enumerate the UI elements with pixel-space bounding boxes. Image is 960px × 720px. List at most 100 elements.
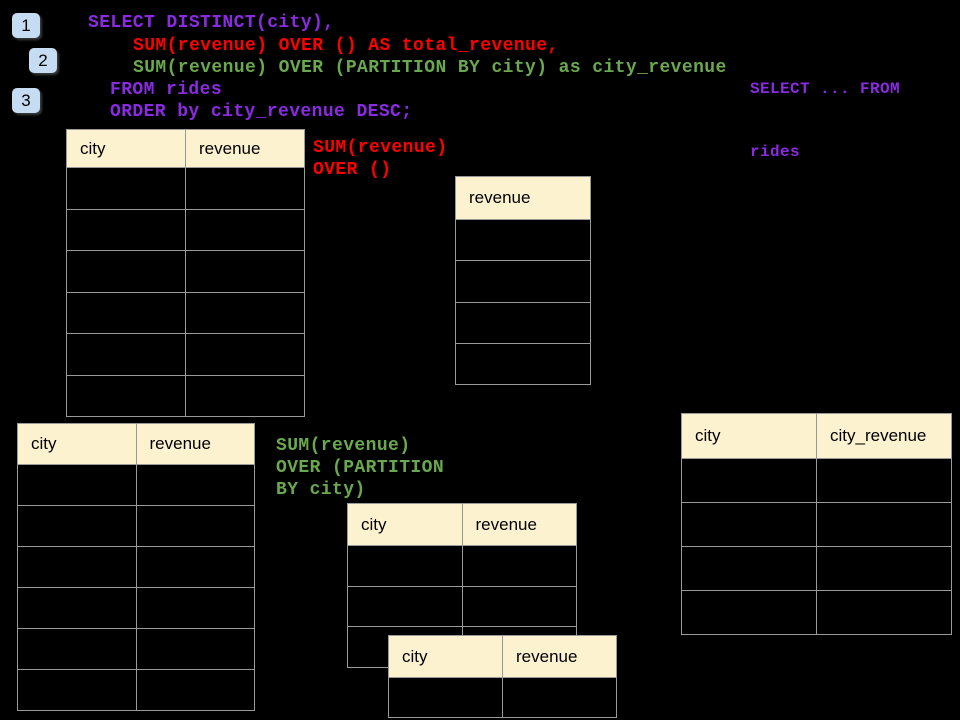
table-row [18,464,254,505]
table-row [456,342,590,384]
table-header-row: city city_revenue [682,414,951,458]
step-badge-2: 2 [29,48,57,73]
column-header: revenue [199,138,261,158]
table-cell [67,292,186,333]
table-cell [186,251,304,292]
table-cell [456,261,590,301]
table-row [456,219,590,260]
right-arrow-icon [347,293,393,319]
table-cell [456,220,590,260]
right-arrow-icon [632,487,678,513]
column-header: city [18,424,137,464]
table-row [18,628,254,669]
table-cell [18,465,137,505]
table-cell [18,506,137,546]
sql-code-line: SUM(revenue) OVER (PARTITION BY city) as… [133,58,727,78]
label-line: OVER () [313,160,392,180]
table-cell [463,587,577,627]
table-cell [186,376,304,417]
table-rides-source-top: city revenue [66,129,305,417]
table-cell [186,293,304,334]
table-cell [817,547,951,590]
sql-side-note: SELECT ... FROM rides [750,37,900,205]
table-row [456,260,590,301]
table-cell [186,210,304,251]
table-row [18,669,254,710]
step-badge-1: 1 [12,13,40,38]
table-cell [67,168,186,209]
table-row [348,585,577,627]
table-cell [348,586,463,627]
table-city-revenue-result: city city_revenue [681,413,952,635]
table-cell [137,670,255,710]
table-cell [137,629,255,669]
table-cell [817,503,951,546]
table-row [67,374,304,417]
table-row [682,502,951,546]
sql-code-line: ORDER by city_revenue DESC; [110,102,413,122]
label-line: BY city) [276,480,366,500]
label-sum-over-total: SUM(revenue)OVER () [313,137,447,181]
sql-code-line: SELECT DISTINCT(city), [88,13,335,33]
right-arrow-icon [611,268,657,294]
column-header: city [682,414,817,458]
step-badge-3: 3 [12,88,40,113]
table-row [456,301,590,343]
table-header-row: city revenue [67,130,304,167]
table-row [67,167,304,209]
table-row [682,590,951,634]
table-partition-overlay: city revenue [388,635,617,718]
table-row [682,546,951,590]
column-header: city [67,130,186,167]
table-cell [18,588,137,628]
sql-side-note-line: SELECT ... FROM [750,80,901,98]
column-header: city [389,636,503,677]
table-cell [463,546,577,586]
table-row [682,458,951,502]
column-header: revenue [516,646,578,666]
column-header: revenue [149,434,211,453]
table-row [389,677,616,717]
table-cell [137,465,255,505]
table-cell [137,588,255,628]
table-cell [348,546,463,586]
table-cell [682,591,817,634]
table-cell [18,670,137,710]
table-cell [186,334,304,375]
table-header-row: revenue [456,177,590,219]
table-row [18,587,254,628]
label-line: SUM(revenue) [276,436,411,456]
table-cell [456,303,590,343]
table-cell [67,251,186,292]
table-row [67,208,304,251]
table-total-revenue-result: revenue [455,176,591,385]
table-cell [389,678,503,717]
label-line: SUM(revenue) [313,138,448,158]
sql-code-line: FROM rides [110,80,223,100]
table-header-row: city revenue [18,424,254,464]
table-cell [137,547,255,587]
table-cell [67,375,186,416]
table-row [67,333,304,375]
table-cell [18,547,137,587]
table-cell [456,344,590,384]
table-cell [67,209,186,250]
table-cell [817,459,951,502]
table-cell [503,678,616,717]
table-header-row: city revenue [389,636,616,677]
table-cell [18,629,137,669]
table-cell [682,547,817,590]
table-cell [137,506,255,546]
label-line: OVER (PARTITION [276,458,445,478]
column-header: revenue [475,514,537,534]
table-cell [682,459,817,502]
table-cell [817,591,951,634]
table-cell [682,503,817,546]
right-arrow-icon [286,507,332,533]
table-cell [186,168,304,209]
column-header: city_revenue [830,426,927,445]
table-cell [67,334,186,375]
